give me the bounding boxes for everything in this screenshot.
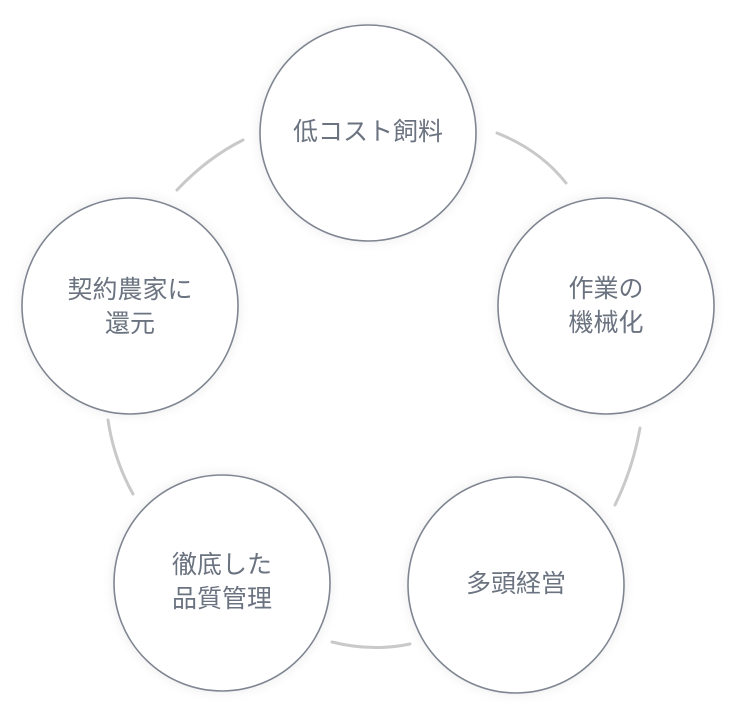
- connector-arc: [613, 426, 642, 507]
- connector-arcs: [106, 131, 642, 650]
- node-circle: [407, 476, 625, 694]
- connector-arc: [175, 138, 245, 192]
- node-bottom-right: 多頭経営: [407, 476, 625, 694]
- node-label: 多頭経営: [466, 569, 566, 598]
- connector-arc: [330, 640, 412, 650]
- connector-arc: [106, 418, 135, 496]
- node-label: 機械化: [568, 308, 643, 337]
- node-label: 品質管理: [172, 584, 272, 613]
- node-label: 作業の: [568, 274, 643, 303]
- node-bottom-left: 徹底した 品質管理: [113, 474, 331, 692]
- node-label: 契約農家に: [67, 275, 192, 304]
- node-right: 作業の 機械化: [497, 197, 715, 415]
- node-circle: [21, 197, 239, 415]
- node-top: 低コスト飼料: [259, 24, 477, 242]
- node-left: 契約農家に 還元: [21, 197, 239, 415]
- connector-arc: [495, 131, 568, 185]
- node-label: 低コスト飼料: [293, 117, 443, 146]
- node-label: 還元: [105, 309, 155, 338]
- node-circle: [113, 474, 331, 692]
- node-circle: [497, 197, 715, 415]
- node-circle: [259, 24, 477, 242]
- node-label: 徹底した: [172, 550, 272, 579]
